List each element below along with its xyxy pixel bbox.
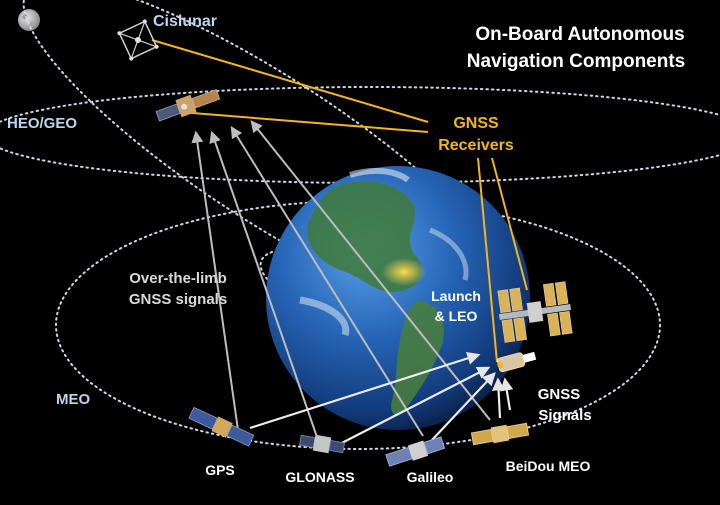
satellite-icon <box>385 436 446 467</box>
gps-label: GPS <box>205 462 235 478</box>
satellite-icon <box>496 351 537 373</box>
heo-signal-arrows <box>191 120 491 441</box>
heo-geo-label: HEO/GEO <box>7 115 77 132</box>
receivers-line1: GNSS <box>453 115 499 132</box>
leo-signal-arrows <box>249 351 514 449</box>
receivers-line2: Receivers <box>438 137 514 154</box>
earth-icon <box>266 166 530 430</box>
launch-line1: Launch <box>431 288 481 304</box>
launch-line2: & LEO <box>435 308 478 324</box>
receiver-lines <box>151 39 528 363</box>
glonass-label: GLONASS <box>285 469 354 485</box>
meo-orbit <box>55 200 661 450</box>
meo-label: MEO <box>56 391 91 408</box>
satellite-icon <box>188 406 255 447</box>
satellite-icon <box>299 434 345 454</box>
title-line2: Navigation Components <box>467 51 686 72</box>
space-station-icon <box>497 281 573 343</box>
satellite-icon <box>155 89 221 122</box>
title-line1: On-Board Autonomous <box>475 24 684 45</box>
moon-icon <box>18 9 40 31</box>
signals-line2: Signals <box>538 407 591 424</box>
over-limb-line2: GNSS signals <box>129 291 227 308</box>
beidou-label: BeiDou MEO <box>506 458 591 474</box>
satellite-icon <box>470 422 530 446</box>
cislunar-label: Cislunar <box>153 13 217 30</box>
galileo-label: Galileo <box>407 469 454 485</box>
signals-line1: GNSS <box>538 386 581 403</box>
satellite-icon <box>117 19 159 61</box>
over-limb-line1: Over-the-limb <box>129 270 227 287</box>
